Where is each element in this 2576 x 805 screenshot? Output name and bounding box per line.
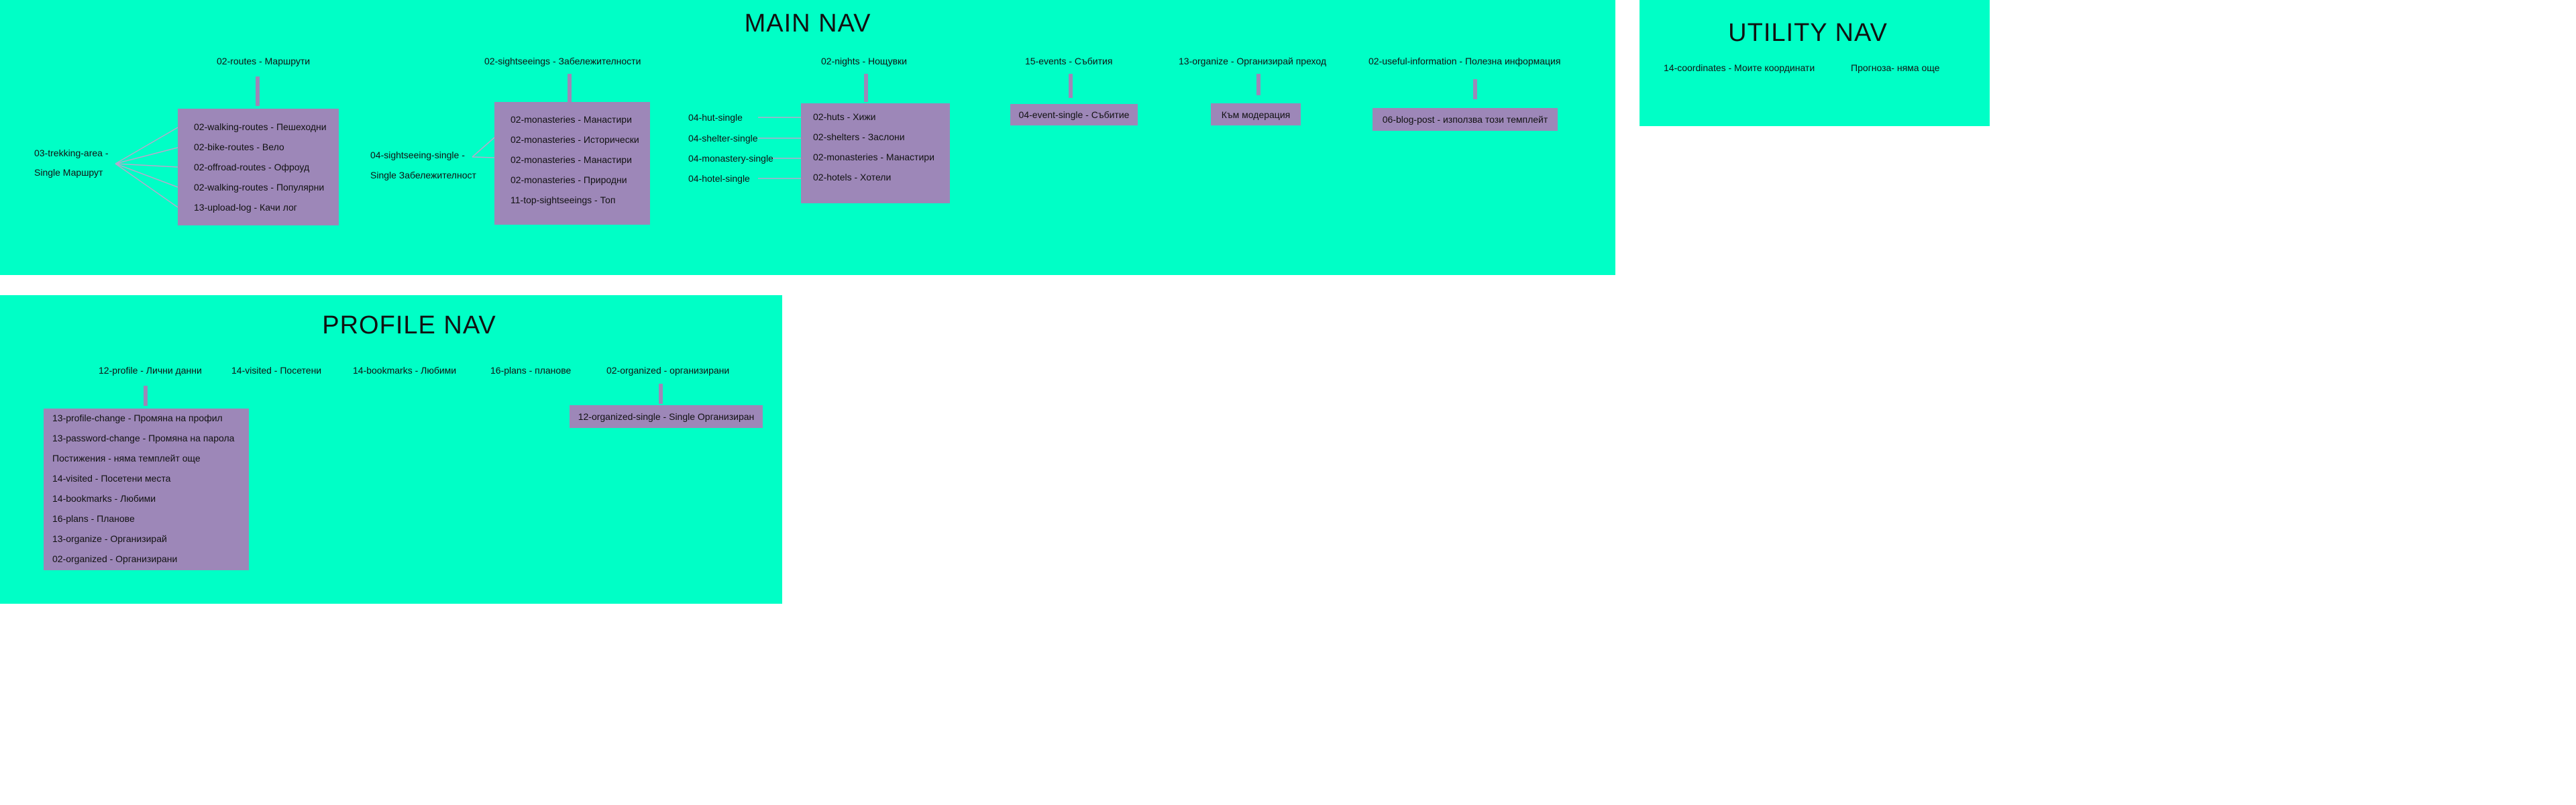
event-single-box[interactable]: 04-event-single - Събитие xyxy=(1010,104,1138,125)
utility-nav-title: UTILITY NAV xyxy=(1728,19,1888,47)
forecast-link[interactable]: Прогноза- няма още xyxy=(1851,62,1940,73)
sightseeings-item[interactable]: 02-monasteries - Исторически xyxy=(511,134,639,145)
moderation-box[interactable]: Към модерация xyxy=(1211,103,1301,125)
sightseeing-single-label[interactable]: 04-sightseeing-single - xyxy=(370,150,465,160)
header-organized[interactable]: 02-organized - организирани xyxy=(606,365,730,376)
coordinates-link[interactable]: 14-coordinates - Моите координати xyxy=(1664,62,1815,73)
header-nights[interactable]: 02-nights - Нощувки xyxy=(821,56,907,66)
sightseeings-item[interactable]: 11-top-sightseeings - Топ xyxy=(511,195,616,205)
sightseeings-item[interactable]: 02-monasteries - Природни xyxy=(511,174,627,185)
utility-nav-panel: UTILITY NAV 14-coordinates - Моите коорд… xyxy=(1640,0,1990,126)
profile-nav-title: PROFILE NAV xyxy=(322,311,496,339)
trekking-area-label[interactable]: 03-trekking-area - xyxy=(34,148,109,158)
sightseeing-single-label-2[interactable]: Single Забележителност xyxy=(370,170,476,180)
nights-item[interactable]: 02-hotels - Хотели xyxy=(813,172,892,182)
connector-organize xyxy=(1256,74,1260,95)
main-nav-panel: MAIN NAV 02-routes - Маршрути 02-sightse… xyxy=(0,0,1615,275)
routes-item[interactable]: 13-upload-log - Качи лог xyxy=(194,202,297,213)
nights-box: 02-huts - Хижи 02-shelters - Заслони 02-… xyxy=(801,103,950,203)
header-organize[interactable]: 13-organize - Организирай преход xyxy=(1179,56,1327,66)
profile-item[interactable]: 16-plans - Планове xyxy=(52,513,135,524)
routes-item[interactable]: 02-bike-routes - Вело xyxy=(194,142,284,152)
profile-item[interactable]: 14-bookmarks - Любими xyxy=(52,493,156,504)
blog-post-box[interactable]: 06-blog-post - използва този темплейт xyxy=(1373,108,1558,131)
profile-item[interactable]: Постижения - няма темплейт още xyxy=(52,453,201,464)
nights-item[interactable]: 02-huts - Хижи xyxy=(813,111,876,122)
routes-item[interactable]: 02-offroad-routes - Офроуд xyxy=(194,162,310,172)
profile-item[interactable]: 13-organize - Организирай xyxy=(52,533,167,544)
header-routes[interactable]: 02-routes - Маршрути xyxy=(217,56,311,66)
profile-box: 13-profile-change - Промяна на профил 13… xyxy=(44,409,249,570)
connector-nights xyxy=(864,74,868,102)
header-bookmarks[interactable]: 14-bookmarks - Любими xyxy=(353,365,457,376)
nights-item[interactable]: 02-shelters - Заслони xyxy=(813,131,905,142)
connector-sightseeings xyxy=(568,74,572,102)
connector-useful xyxy=(1473,79,1477,99)
trekking-area-label-2[interactable]: Single Маршрут xyxy=(34,167,103,178)
sightseeings-item[interactable]: 02-monasteries - Манастири xyxy=(511,154,632,165)
header-useful-information[interactable]: 02-useful-information - Полезна информац… xyxy=(1368,56,1561,66)
main-nav-title: MAIN NAV xyxy=(744,9,871,38)
routes-item[interactable]: 02-walking-routes - Популярни xyxy=(194,182,325,193)
header-events[interactable]: 15-events - Събития xyxy=(1025,56,1113,66)
connector-profile xyxy=(144,386,148,406)
profile-item[interactable]: 02-organized - Организирани xyxy=(52,553,178,564)
profile-item[interactable]: 13-profile-change - Промяна на профил xyxy=(52,413,223,423)
nights-single-label[interactable]: 04-shelter-single xyxy=(688,133,758,144)
nights-item[interactable]: 02-monasteries - Манастири xyxy=(813,152,934,162)
nights-single-label[interactable]: 04-monastery-single xyxy=(688,153,773,164)
profile-nav-panel: PROFILE NAV 12-profile - Лични данни 14-… xyxy=(0,295,782,604)
sightseeings-item[interactable]: 02-monasteries - Манастири xyxy=(511,114,632,125)
organized-single-box[interactable]: 12-organized-single - Single Организиран xyxy=(570,405,763,428)
connector-events xyxy=(1069,74,1073,98)
header-visited[interactable]: 14-visited - Посетени xyxy=(231,365,322,376)
nights-single-label[interactable]: 04-hut-single xyxy=(688,112,743,123)
connector-organized xyxy=(659,384,663,404)
header-profile[interactable]: 12-profile - Лични данни xyxy=(99,365,202,376)
routes-box: 02-walking-routes - Пешеходни 02-bike-ro… xyxy=(178,109,339,225)
header-sightseeings[interactable]: 02-sightseeings - Забележителности xyxy=(484,56,641,66)
nights-single-label[interactable]: 04-hotel-single xyxy=(688,173,750,184)
profile-item[interactable]: 14-visited - Посетени места xyxy=(52,473,171,484)
connector-routes xyxy=(256,76,260,106)
sightseeings-box: 02-monasteries - Манастири 02-monasterie… xyxy=(494,102,650,225)
routes-item[interactable]: 02-walking-routes - Пешеходни xyxy=(194,121,327,132)
profile-item[interactable]: 13-password-change - Промяна на парола xyxy=(52,433,235,443)
header-plans[interactable]: 16-plans - планове xyxy=(490,365,572,376)
